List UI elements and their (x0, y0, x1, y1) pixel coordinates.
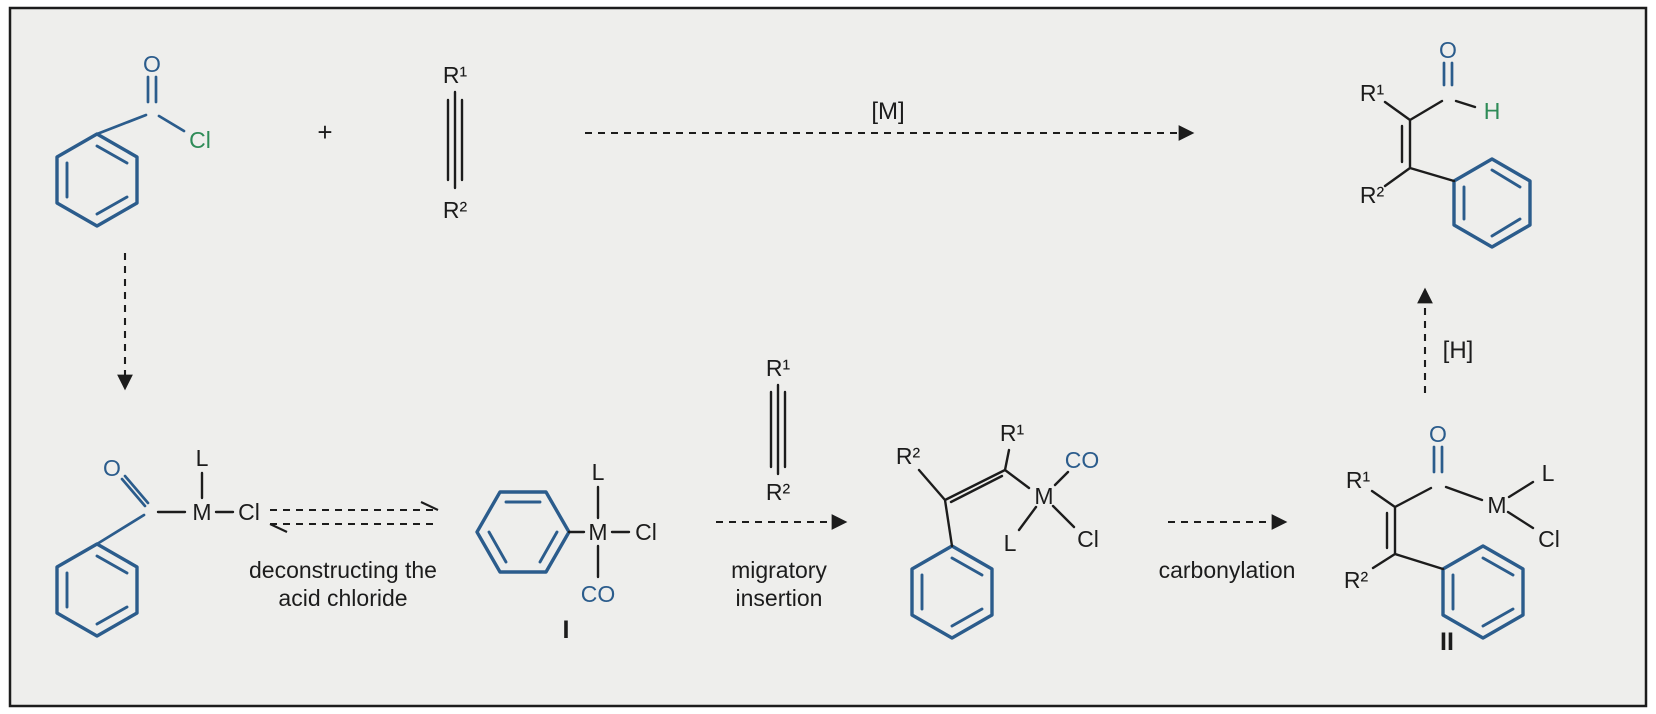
chlorine-atom: Cl (189, 127, 211, 153)
skeleton-bonds (1383, 99, 1477, 188)
benzene-ring-double-bonds (65, 554, 129, 626)
metal-atom: M (192, 499, 211, 525)
benzene-ring (475, 490, 571, 574)
benzoyl-chloride-structure: O Cl (55, 51, 211, 228)
carbonylation-arrow: carbonylation (1159, 514, 1296, 583)
step-label-line1: deconstructing the (249, 557, 437, 583)
benzene-ring (55, 542, 139, 638)
equilibrium-arrows: deconstructing the acid chloride (249, 501, 439, 611)
metal-ligand-bonds (567, 485, 631, 579)
benzene-ring-double-bonds (920, 556, 984, 628)
reverse-arrow-head (269, 523, 288, 533)
acyl-bonds (95, 75, 186, 136)
metal-atom: M (1487, 492, 1506, 518)
skeleton-bonds (1370, 480, 1535, 571)
r1-substituent: R¹ (443, 62, 468, 88)
hydrogen-atom: H (1484, 98, 1501, 124)
step-label: carbonylation (1159, 557, 1296, 583)
benzene-ring (910, 544, 994, 640)
acyl-bonds (95, 474, 150, 546)
carbon-monoxide-ligand: CO (1065, 447, 1100, 473)
oxygen-atom: O (103, 455, 121, 481)
r1-substituent: R¹ (1360, 80, 1385, 106)
r2-substituent: R² (896, 443, 921, 469)
benzene-ring-double-bonds (487, 500, 559, 564)
metal-ligand-bonds (156, 471, 235, 514)
chlorine-atom: Cl (238, 499, 260, 525)
metal-atom: M (1034, 483, 1053, 509)
scheme-border-frame (8, 6, 1648, 708)
acyl-metal-complex-structure: O M L Cl (55, 445, 260, 638)
benzene-ring-double-bonds (1462, 168, 1522, 238)
carbonyl-double-bond (1442, 61, 1454, 87)
r1-substituent: R¹ (1346, 467, 1371, 493)
benzene-ring (55, 132, 139, 228)
oxygen-atom: O (1439, 37, 1457, 63)
oxygen-atom: O (143, 51, 161, 77)
step-label-line2: insertion (736, 585, 823, 611)
benzene-ring-double-bonds (1451, 556, 1515, 628)
hydrogenation-label: [H] (1443, 337, 1474, 364)
r1-substituent: R¹ (766, 355, 791, 381)
metal-catalyst-label: [M] (871, 98, 904, 125)
carbonyl-double-bond (1432, 445, 1444, 474)
migratory-insertion-arrow: migratory insertion (716, 514, 848, 611)
chlorine-atom: Cl (1538, 526, 1560, 552)
aryl-metal-complex-i-structure: M L Cl CO I (475, 459, 657, 644)
carbon-monoxide-ligand: CO (581, 581, 616, 607)
r2-substituent: R² (443, 197, 468, 223)
vinyl-metal-complex-structure: R² R¹ M CO Cl L (896, 420, 1100, 640)
triple-bond (446, 90, 464, 190)
ligand-atom: L (1542, 460, 1555, 486)
ligand-atom: L (1004, 530, 1017, 556)
plus-operator: + (317, 117, 332, 147)
r1-substituent: R¹ (1000, 420, 1025, 446)
oxygen-atom: O (1429, 421, 1447, 447)
alkyne-reagent-structure: R¹ R² (766, 355, 791, 505)
r2-substituent: R² (1360, 182, 1385, 208)
reduction-arrow: [H] (1417, 287, 1474, 393)
triple-bond (769, 383, 787, 476)
chlorine-atom: Cl (1077, 526, 1099, 552)
benzene-ring-double-bonds (65, 144, 129, 216)
step-label-line1: migratory (731, 557, 827, 583)
ligand-atom: L (592, 459, 605, 485)
r2-substituent: R² (1344, 567, 1369, 593)
chlorine-atom: Cl (635, 519, 657, 545)
enal-product-structure: O H R¹ R² (1360, 37, 1532, 249)
main-reaction-arrow: [M] (585, 98, 1195, 141)
skeleton-bonds (917, 448, 1076, 548)
metal-atom: M (588, 519, 607, 545)
intermediate-ii-label: II (1440, 628, 1454, 656)
intermediate-i-label: I (563, 616, 570, 644)
acyl-metal-complex-ii-structure: O M L Cl R¹ R² II (1344, 421, 1560, 656)
forward-arrow-head (420, 501, 439, 511)
ligand-atom: L (196, 445, 209, 471)
step-label-line2: acid chloride (278, 585, 407, 611)
alkyne-reactant-structure: R¹ R² (443, 62, 468, 223)
r2-substituent: R² (766, 479, 791, 505)
